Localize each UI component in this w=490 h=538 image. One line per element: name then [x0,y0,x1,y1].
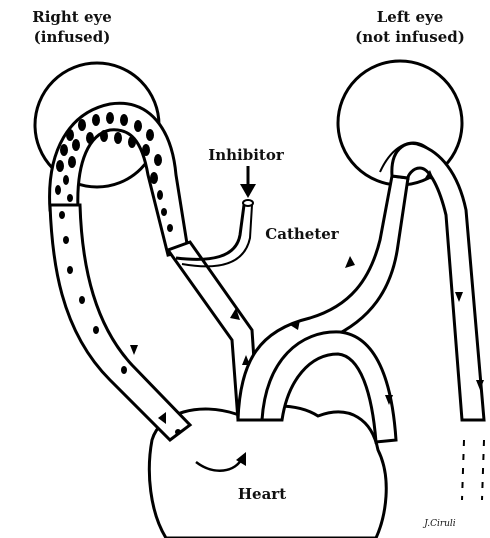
left-eye-label-line2: (not infused) [355,28,465,46]
inhibitor-label: Inhibitor [208,146,285,164]
left-eye-label-line1: Left eye [377,8,444,26]
left-vein-dash-2 [482,440,484,500]
flow-arrows [130,170,484,424]
left-vein-dash-1 [462,440,464,500]
right-eye-label-line2: (infused) [34,28,111,46]
heart-label: Heart [238,485,286,503]
catheter-opening [243,200,253,206]
catheter-label: Catheter [265,225,340,243]
right-eye-label-line1: Right eye [32,8,112,26]
artist-signature: J.Ciruli [422,519,456,529]
inhibitor-arrow-head [240,184,256,198]
